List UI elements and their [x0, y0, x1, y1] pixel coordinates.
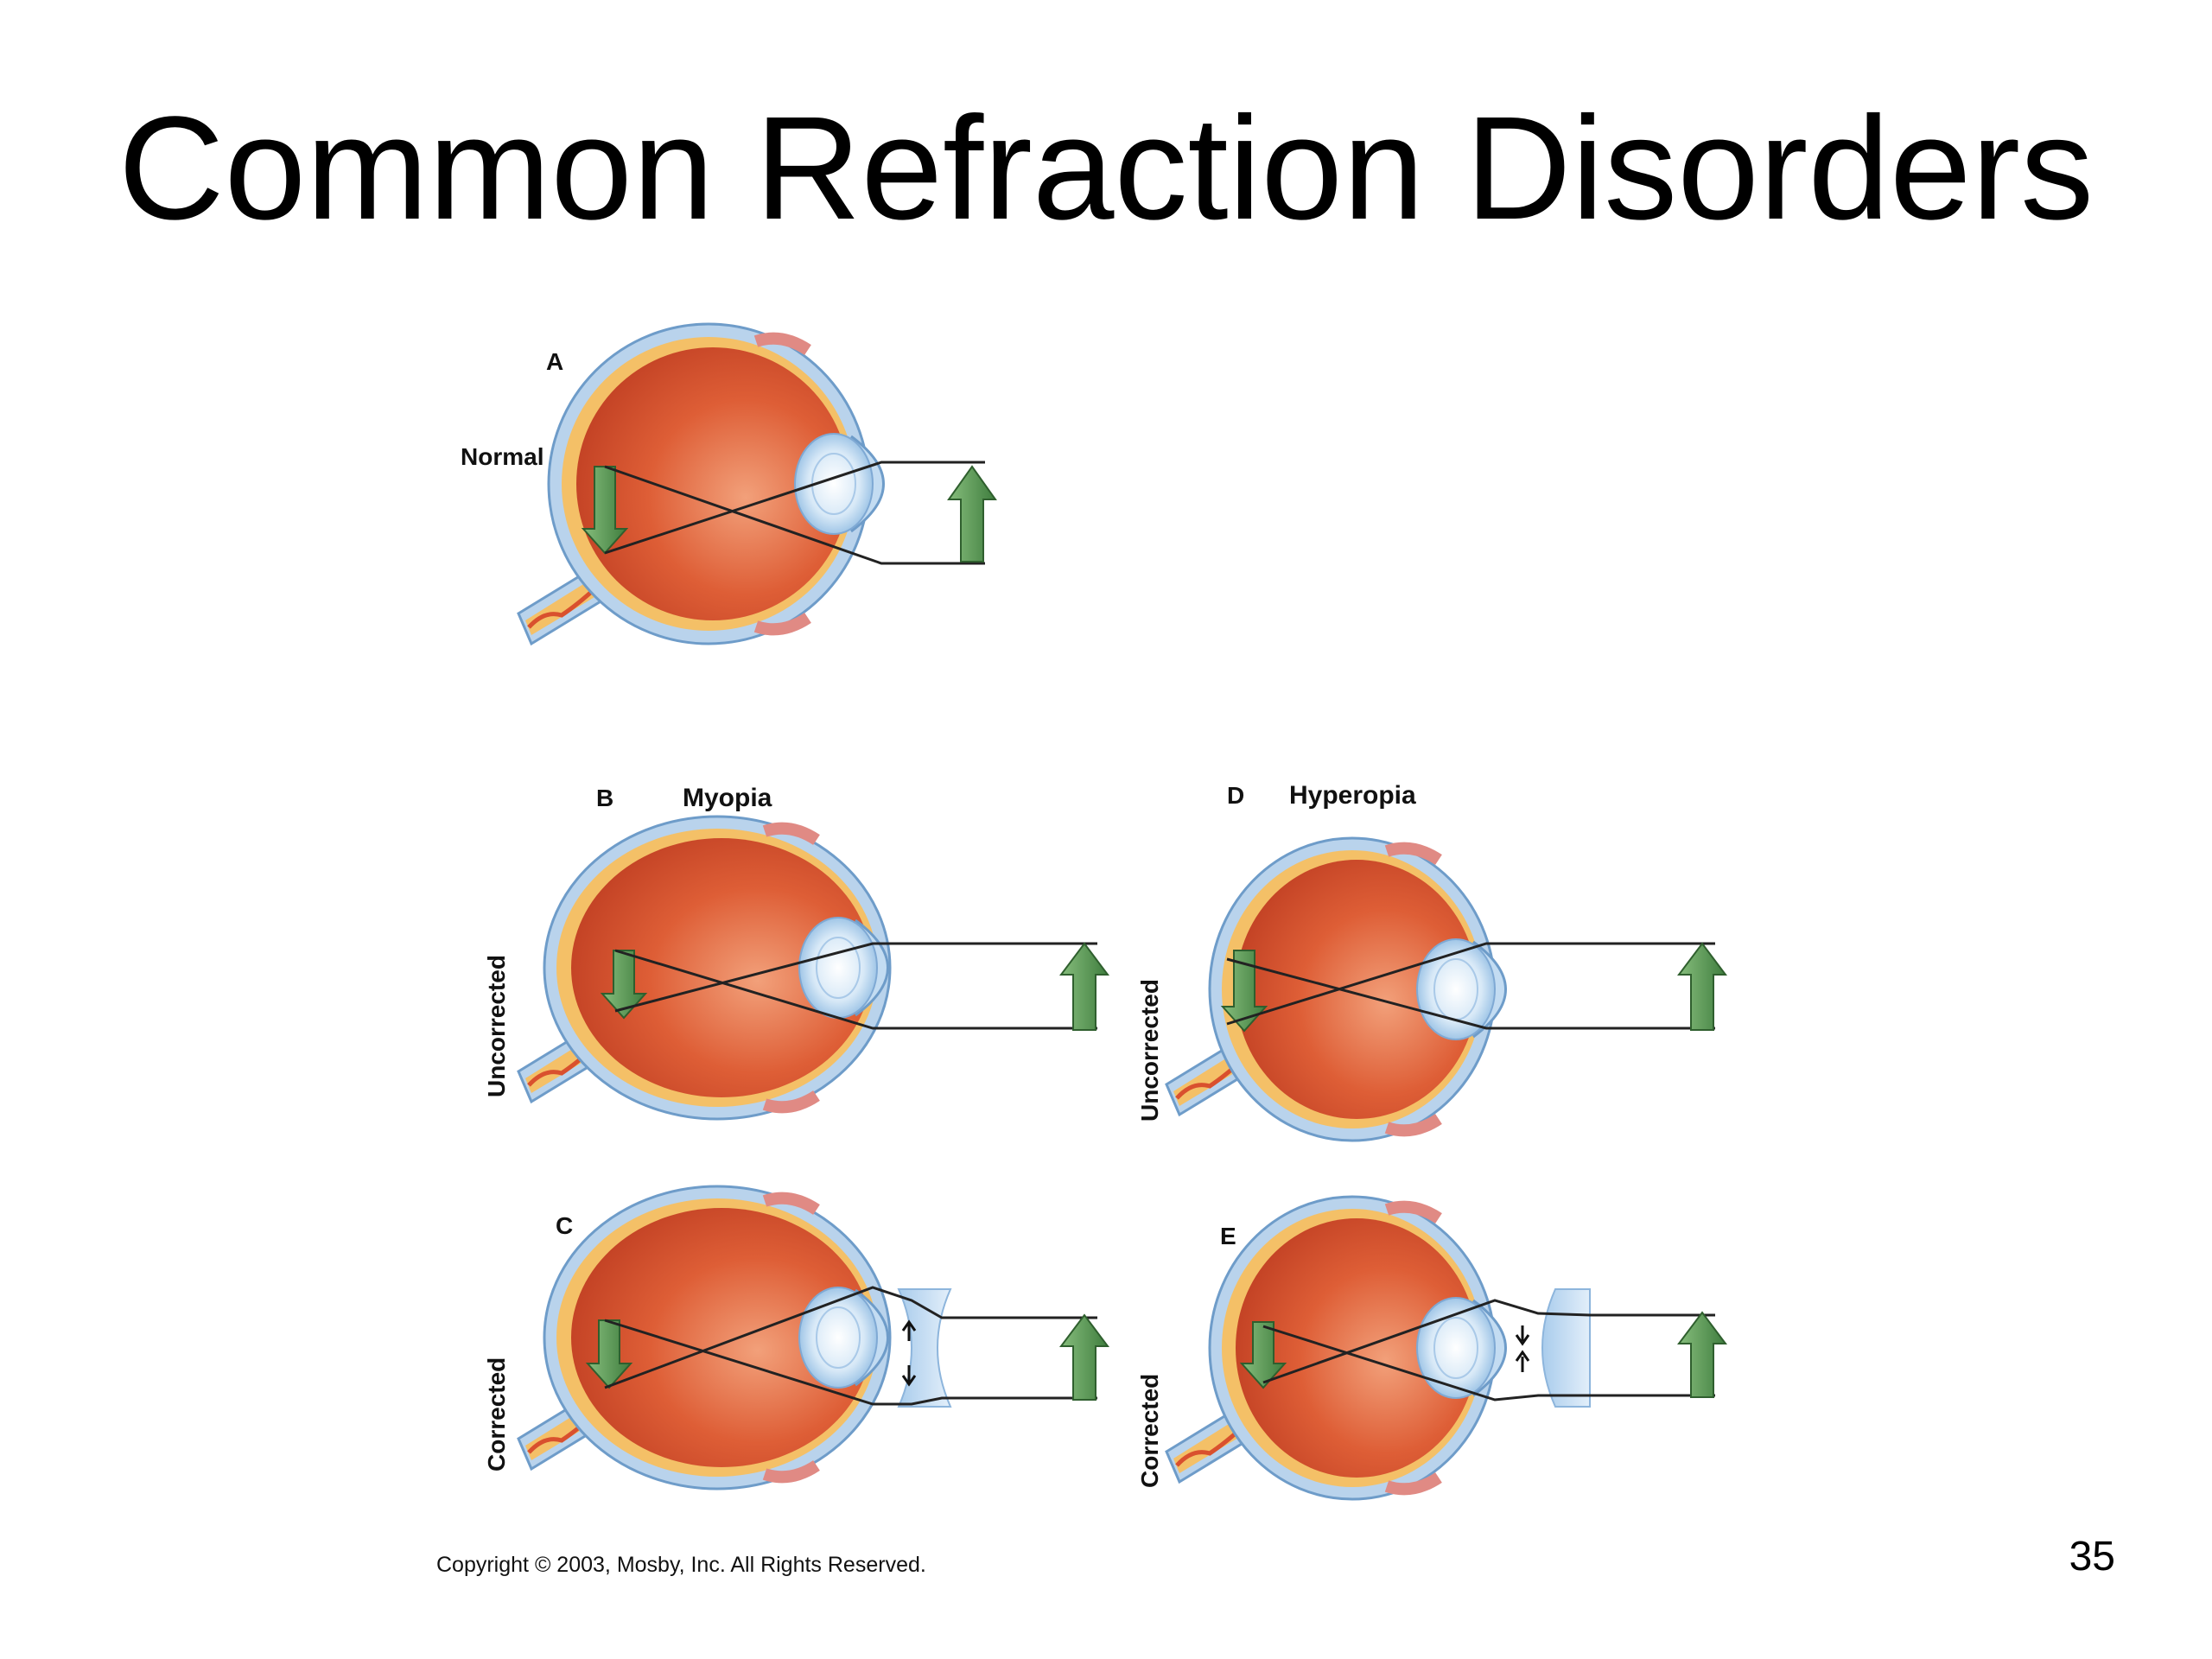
slide-title: Common Refraction Disorders [118, 86, 2094, 251]
object-arrow [947, 465, 997, 563]
side-label-corrected: Corrected [1136, 1374, 1163, 1488]
panel-letter-b: B [596, 785, 613, 811]
panel-letter-e: E [1220, 1223, 1236, 1249]
object-arrow [1059, 942, 1109, 1031]
panel-a: A Normal [461, 322, 997, 646]
side-label-corrected: Corrected [483, 1357, 510, 1471]
side-label-uncorrected: Uncorrected [1136, 979, 1163, 1122]
panel-c: C Corrected [483, 1185, 1109, 1491]
panel-label-hyperopia: Hyperopia [1289, 781, 1416, 810]
eye-illustration [1165, 1195, 1507, 1501]
copyright-notice: Copyright © 2003, Mosby, Inc. All Rights… [436, 1553, 926, 1577]
panel-letter-c: C [556, 1212, 573, 1239]
eye-illustration [517, 815, 892, 1121]
panel-letter-a: A [546, 348, 563, 375]
panel-e: E Corrected [1136, 1195, 1727, 1501]
panel-letter-d: D [1227, 782, 1244, 809]
panel-label-normal: Normal [461, 443, 543, 470]
page-number: 35 [2069, 1534, 2115, 1580]
object-arrow [1059, 1313, 1109, 1401]
convex-lens [1541, 1288, 1591, 1408]
panel-b: B Myopia Uncorrected [483, 784, 1109, 1121]
eye-illustration [517, 1185, 892, 1491]
object-arrow [1677, 942, 1727, 1031]
eye-illustration [517, 322, 885, 646]
side-label-uncorrected: Uncorrected [483, 955, 510, 1097]
panel-label-myopia: Myopia [683, 784, 772, 812]
object-arrow [1677, 1311, 1727, 1398]
panel-d: D Hyperopia Uncorrected [1136, 781, 1727, 1142]
